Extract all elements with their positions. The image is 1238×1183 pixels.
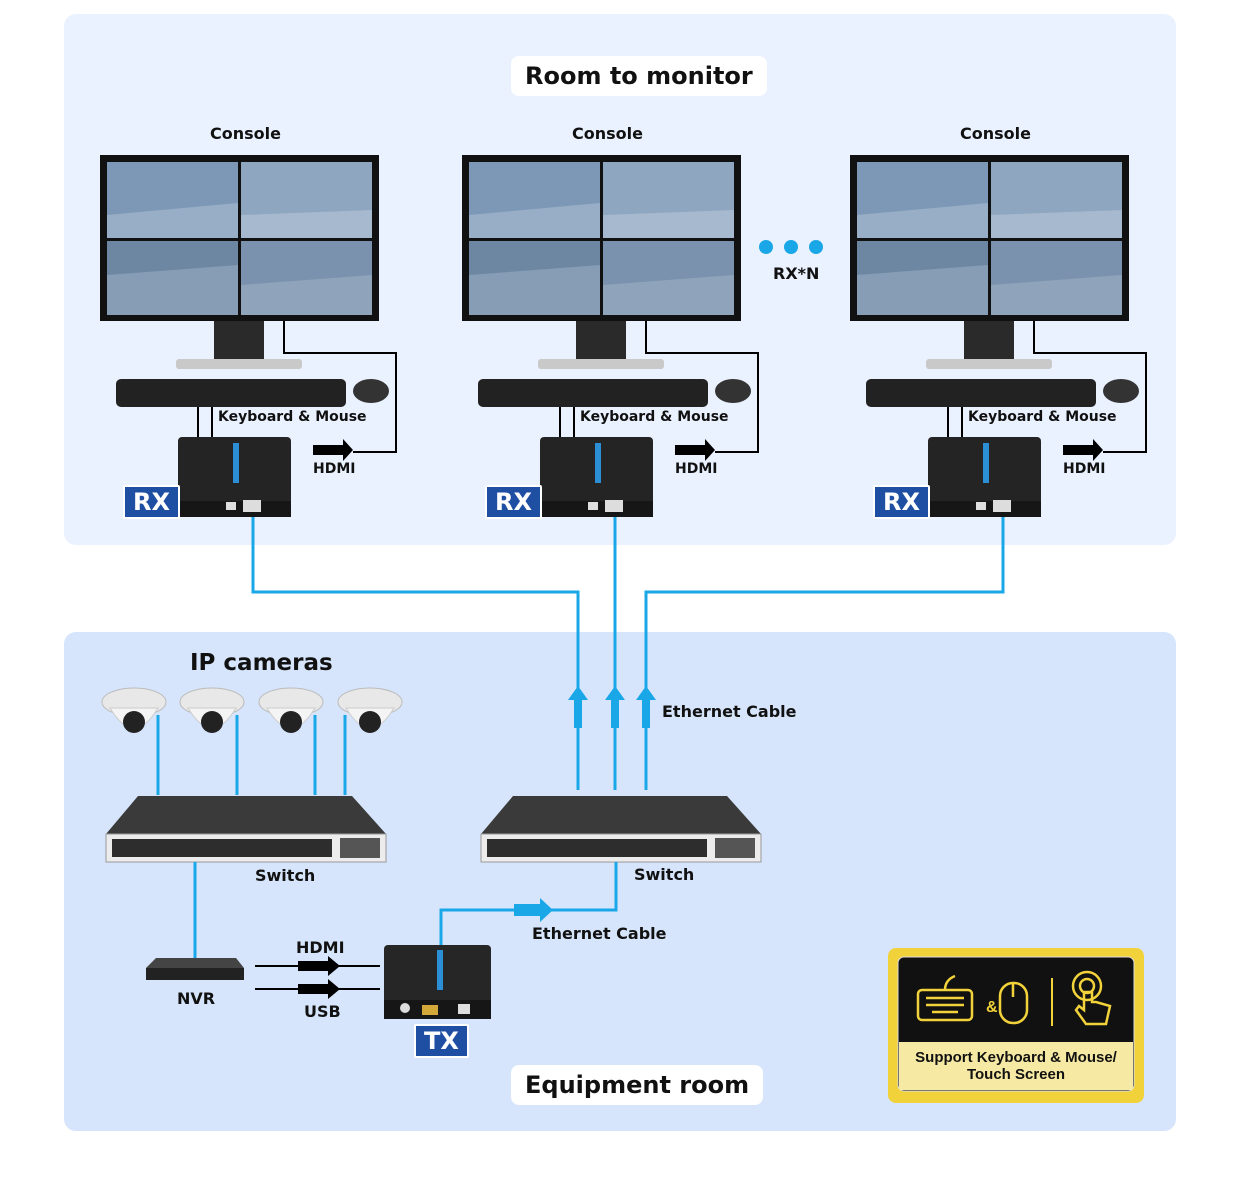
tx-badge: TX bbox=[414, 1024, 469, 1058]
console-3 bbox=[850, 155, 1147, 517]
nvr-label: NVR bbox=[177, 989, 216, 1008]
switch-left-label: Switch bbox=[255, 866, 316, 885]
upload-arrows bbox=[568, 686, 656, 728]
ampersand-glyph: & bbox=[986, 999, 998, 1016]
console-2 bbox=[462, 155, 759, 517]
switch-left-icon bbox=[105, 796, 387, 863]
kbm-label-2: Keyboard & Mouse bbox=[580, 409, 729, 425]
switch-right-icon bbox=[480, 796, 762, 863]
nvr-usb-label: USB bbox=[304, 1002, 341, 1021]
ip-camera-icons bbox=[101, 687, 403, 733]
kbm-label-1: Keyboard & Mouse bbox=[218, 409, 367, 425]
support-text: Support Keyboard & Mouse/ Touch Screen bbox=[899, 1049, 1133, 1083]
console-label-3: Console bbox=[960, 124, 1031, 143]
rx-n-label: RX*N bbox=[773, 264, 820, 283]
rx-badge-1: RX bbox=[123, 485, 180, 519]
room-to-monitor-title: Room to monitor bbox=[511, 56, 767, 96]
hdmi-label-3: HDMI bbox=[1063, 461, 1106, 477]
ethernet-cables-top bbox=[251, 517, 1005, 790]
hdmi-label-1: HDMI bbox=[313, 461, 356, 477]
mouse-icon bbox=[998, 981, 1029, 1025]
equipment-room-title: Equipment room bbox=[511, 1065, 764, 1105]
hdmi-label-2: HDMI bbox=[675, 461, 718, 477]
console-label-2: Console bbox=[572, 124, 643, 143]
switch-right-label: Switch bbox=[634, 865, 695, 884]
nvr-tx-connections bbox=[255, 956, 380, 999]
ethernet-cable-label-bottom: Ethernet Cable bbox=[532, 924, 667, 943]
more-dots-icon bbox=[759, 240, 823, 254]
support-line-1: Support Keyboard & Mouse/ bbox=[915, 1049, 1117, 1066]
cable-arrow-icon bbox=[514, 898, 553, 922]
rx-badge-3: RX bbox=[873, 485, 930, 519]
ip-cameras-title: IP cameras bbox=[190, 650, 333, 676]
ethernet-cable-label-top: Ethernet Cable bbox=[662, 702, 797, 721]
rx-badge-2: RX bbox=[485, 485, 542, 519]
tx-device-icon bbox=[384, 945, 491, 1019]
support-line-2: Touch Screen bbox=[966, 1066, 1066, 1083]
touch-hand-icon bbox=[1071, 970, 1112, 1026]
nvr-icon bbox=[146, 958, 244, 980]
camera-cables bbox=[156, 715, 347, 795]
nvr-hdmi-label: HDMI bbox=[296, 938, 345, 957]
keyboard-icon bbox=[916, 974, 974, 1022]
console-label-1: Console bbox=[210, 124, 281, 143]
console-1 bbox=[100, 155, 397, 517]
kbm-label-3: Keyboard & Mouse bbox=[968, 409, 1117, 425]
